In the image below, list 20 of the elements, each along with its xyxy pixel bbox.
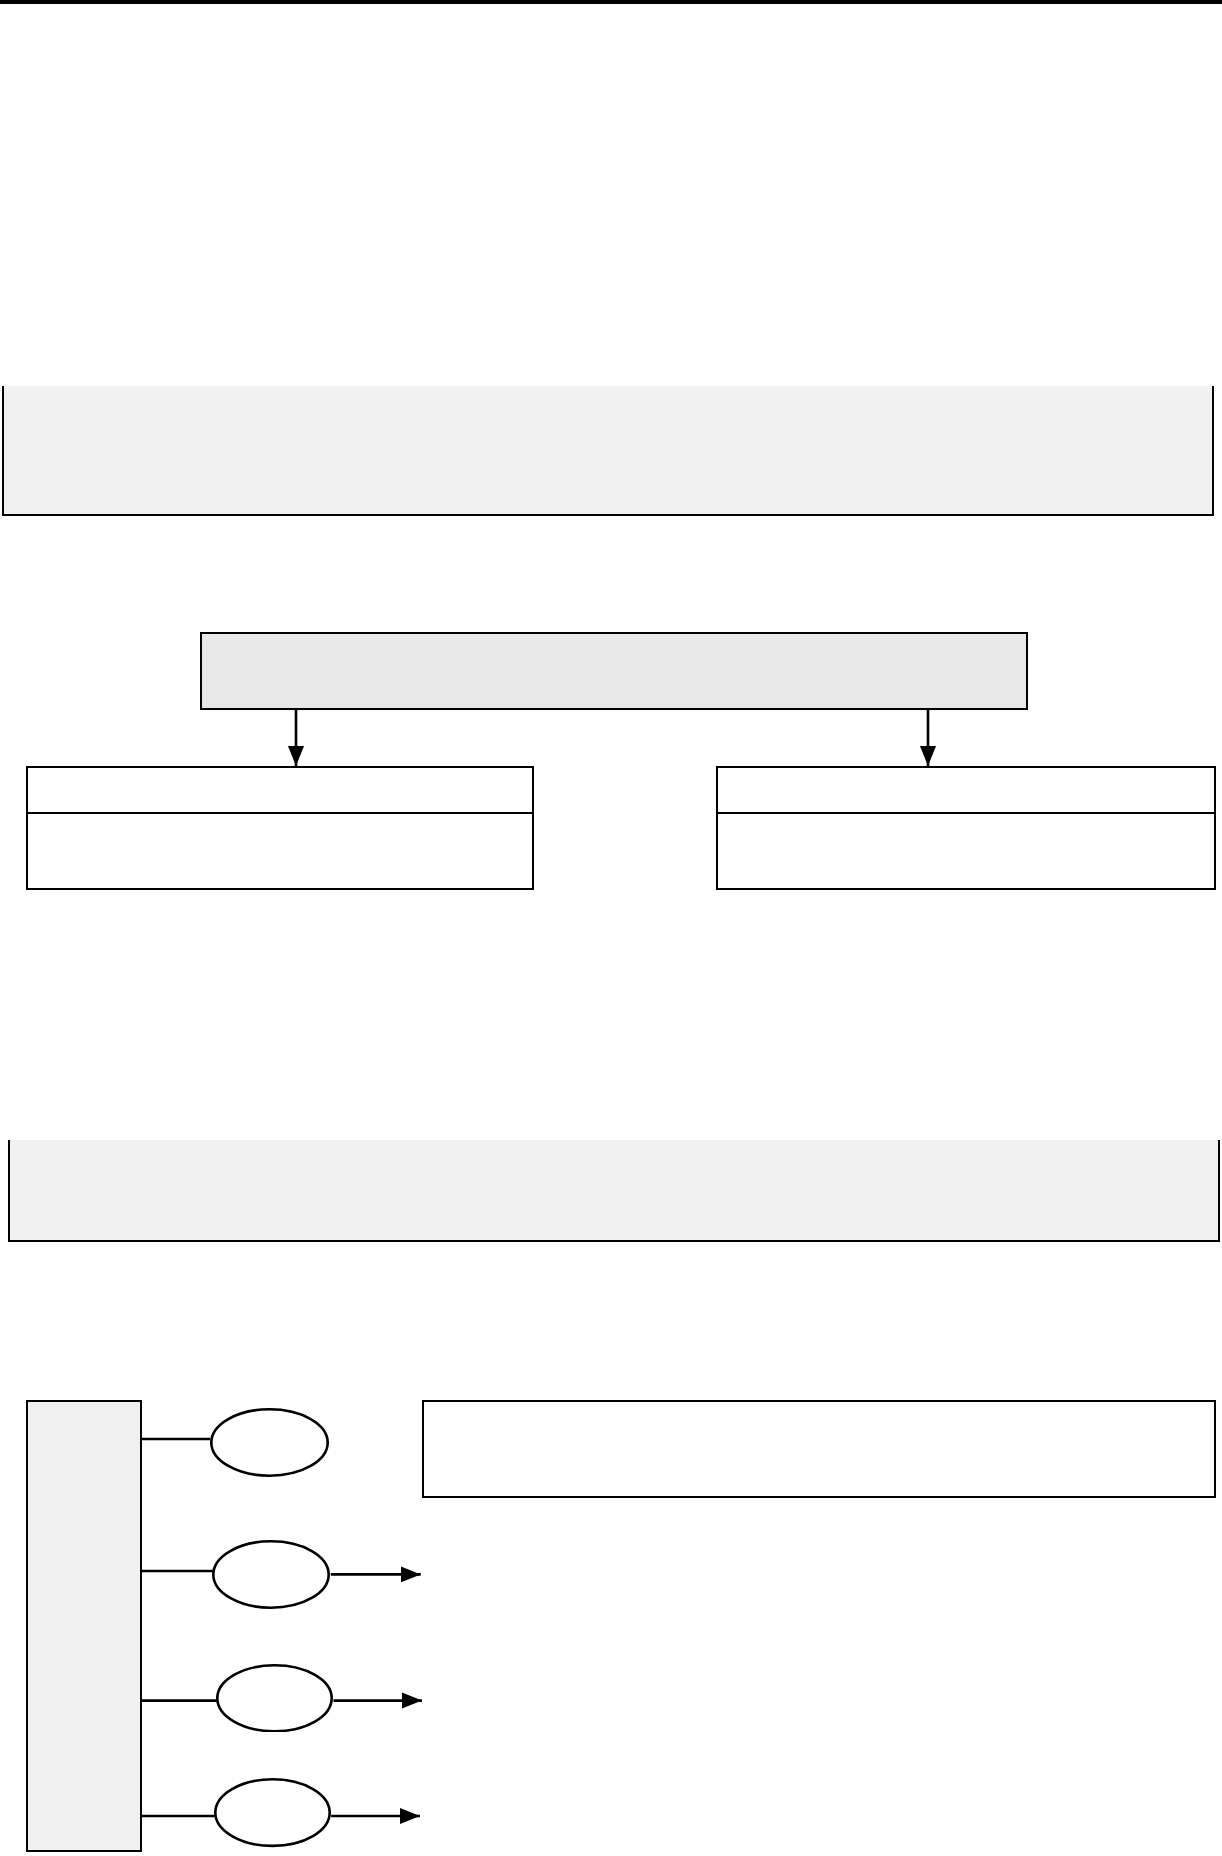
arrow	[331, 1808, 420, 1824]
connector-line	[142, 1699, 217, 1702]
split-box	[25, 766, 533, 890]
connector-line	[142, 1569, 214, 1573]
arrow	[920, 709, 936, 766]
oval	[210, 1408, 329, 1477]
arrow	[288, 709, 304, 766]
vertical-bar	[25, 1400, 142, 1852]
connector-line	[142, 1437, 211, 1441]
arrow	[330, 1566, 421, 1583]
oval	[212, 1540, 331, 1609]
outlined-box	[421, 1400, 1215, 1497]
split-box	[716, 766, 1215, 890]
arrow	[333, 1692, 422, 1709]
shaded-banner	[1, 386, 1214, 516]
oval	[216, 1664, 334, 1733]
connector-line	[142, 1814, 215, 1818]
oval	[214, 1778, 332, 1848]
shaded-banner	[7, 1140, 1220, 1242]
shaded-box	[200, 631, 1027, 709]
